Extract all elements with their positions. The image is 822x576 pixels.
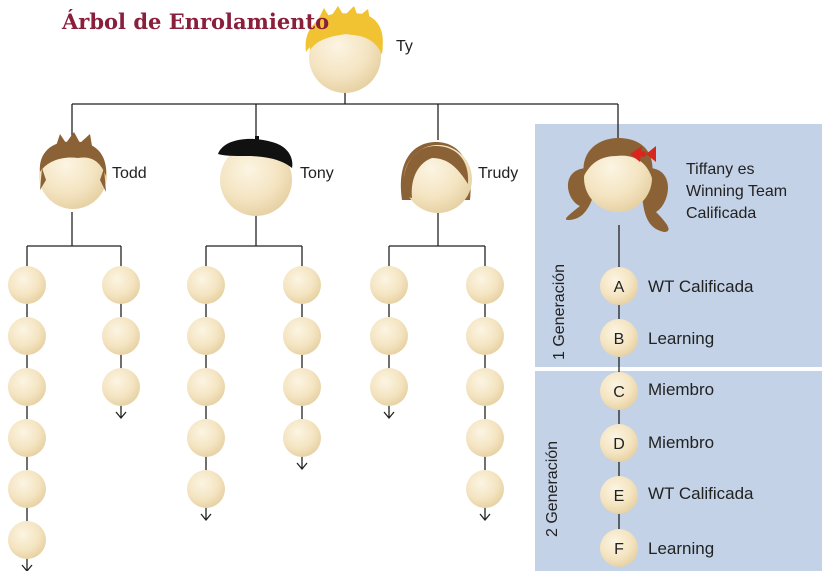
recruit-node xyxy=(8,419,46,457)
down-arrow-icon xyxy=(22,559,32,571)
diagram-title: Árbol de Enrolamiento xyxy=(62,9,329,34)
recruit-node xyxy=(8,266,46,304)
recruit-letter: F xyxy=(614,541,624,558)
recruit-node xyxy=(466,317,504,355)
child-name-todd: Todd xyxy=(112,165,147,183)
recruit-node xyxy=(187,266,225,304)
recruit-node xyxy=(370,368,408,406)
tiffany-label-line-2: Winning Team xyxy=(686,181,787,203)
recruit-node xyxy=(8,368,46,406)
recruit-letter: E xyxy=(614,488,625,505)
down-arrow-icon xyxy=(384,406,394,418)
recruit-node xyxy=(370,266,408,304)
recruit-node xyxy=(466,419,504,457)
trudy-head-icon xyxy=(401,142,472,213)
gen2-row-e-text: WT Calificada xyxy=(648,484,754,504)
recruit-letter: A xyxy=(614,279,625,296)
recruit-node xyxy=(8,521,46,559)
recruit-letter: D xyxy=(613,436,625,453)
recruit-node xyxy=(8,470,46,508)
tiffany-label-line-1: Tiffany es xyxy=(686,159,787,181)
recruit-letter: C xyxy=(613,384,625,401)
recruit-node xyxy=(370,317,408,355)
recruit-node xyxy=(187,470,225,508)
tiffany-label: Tiffany es Winning Team Calificada xyxy=(686,159,787,225)
tony-head-icon xyxy=(218,136,292,216)
recruit-node xyxy=(102,368,140,406)
recruit-node xyxy=(466,470,504,508)
tiffany-label-line-3: Calificada xyxy=(686,203,787,225)
down-arrow-icon xyxy=(116,406,126,418)
recruit-node xyxy=(283,419,321,457)
down-arrow-icon xyxy=(480,508,490,520)
gen2-row-f-text: Learning xyxy=(648,539,714,559)
recruit-node xyxy=(283,368,321,406)
todd-head-icon xyxy=(39,132,107,209)
recruit-node xyxy=(8,317,46,355)
recruit-node xyxy=(283,317,321,355)
down-arrow-icon xyxy=(297,457,307,469)
generation-2-label: 2 Generación xyxy=(544,441,562,537)
recruit-node xyxy=(102,317,140,355)
recruit-node xyxy=(466,266,504,304)
recruit-node xyxy=(187,368,225,406)
recruit-node xyxy=(187,317,225,355)
child-name-trudy: Trudy xyxy=(478,165,518,183)
down-arrow-icon xyxy=(201,508,211,520)
recruit-node xyxy=(187,419,225,457)
recruit-letter: B xyxy=(614,331,625,348)
root-name-label: Ty xyxy=(396,38,413,56)
generation-1-label: 1 Generación xyxy=(551,264,569,360)
gen2-row-d-text: Miembro xyxy=(648,433,714,453)
child-name-tony: Tony xyxy=(300,165,334,183)
recruit-node xyxy=(283,266,321,304)
recruit-node xyxy=(102,266,140,304)
gen1-row-b-text: Learning xyxy=(648,329,714,349)
gen2-row-c-text: Miembro xyxy=(648,380,714,400)
gen1-row-a-text: WT Calificada xyxy=(648,277,754,297)
recruit-node xyxy=(466,368,504,406)
